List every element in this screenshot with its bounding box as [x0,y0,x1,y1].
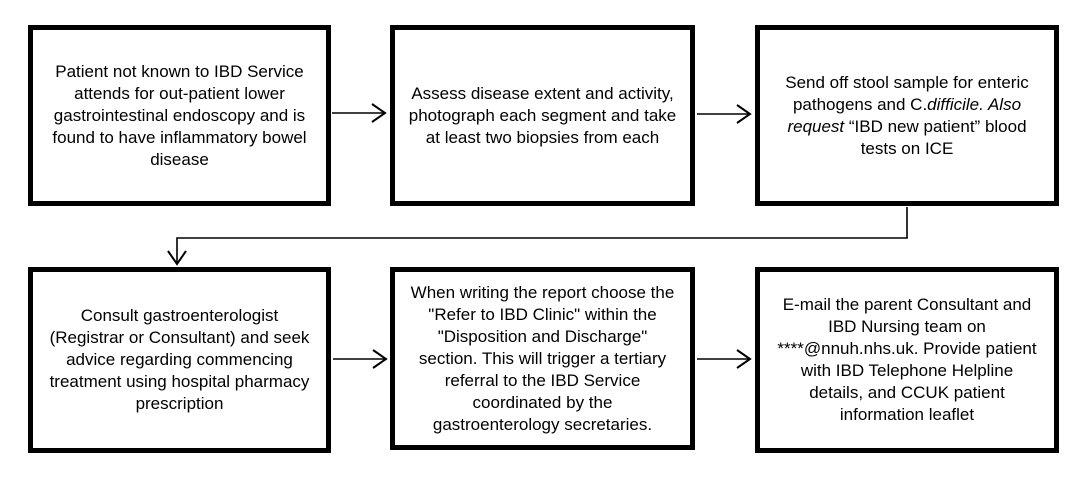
flowchart-box-report-referral: When writing the report choose the "Refe… [390,267,695,450]
flowchart-box-stool-sample: Send off stool sample for enteric pathog… [755,25,1059,206]
box-text-segment-normal: Send off stool sample for enteric pathog… [785,72,1029,114]
flowchart-box-email-consultant: E-mail the parent Consultant and IBD Nur… [755,267,1059,453]
box-text: E-mail the parent Consultant and IBD Nur… [777,295,1037,424]
arrow-box1-to-box2 [332,103,387,123]
flowchart-box-assess-disease: Assess disease extent and activity, phot… [390,25,695,206]
arrow-box5-to-box6 [697,349,752,369]
box-text: When writing the report choose the "Refe… [410,282,675,434]
arrow-box4-to-box5 [333,349,388,369]
arrow-box2-to-box3 [697,104,752,124]
flowchart-box-consult-gastroenterologist: Consult gastroenterologist (Registrar or… [28,267,331,453]
box-text-segment-normal: “IBD new patient” blood tests on ICE [844,116,1027,158]
arrow-box3-to-box4 [167,207,908,266]
box-text-segment-italic: difficile. Also request [787,94,1022,136]
flowchart-box-patient-attends: Patient not known to IBD Service attends… [28,25,331,206]
box-text: Consult gastroenterologist (Registrar or… [49,306,310,413]
box-text: Patient not known to IBD Service attends… [52,61,307,169]
box-text: Send off stool sample for enteric pathog… [772,72,1042,160]
box-text: Assess disease extent and activity, phot… [408,83,677,147]
